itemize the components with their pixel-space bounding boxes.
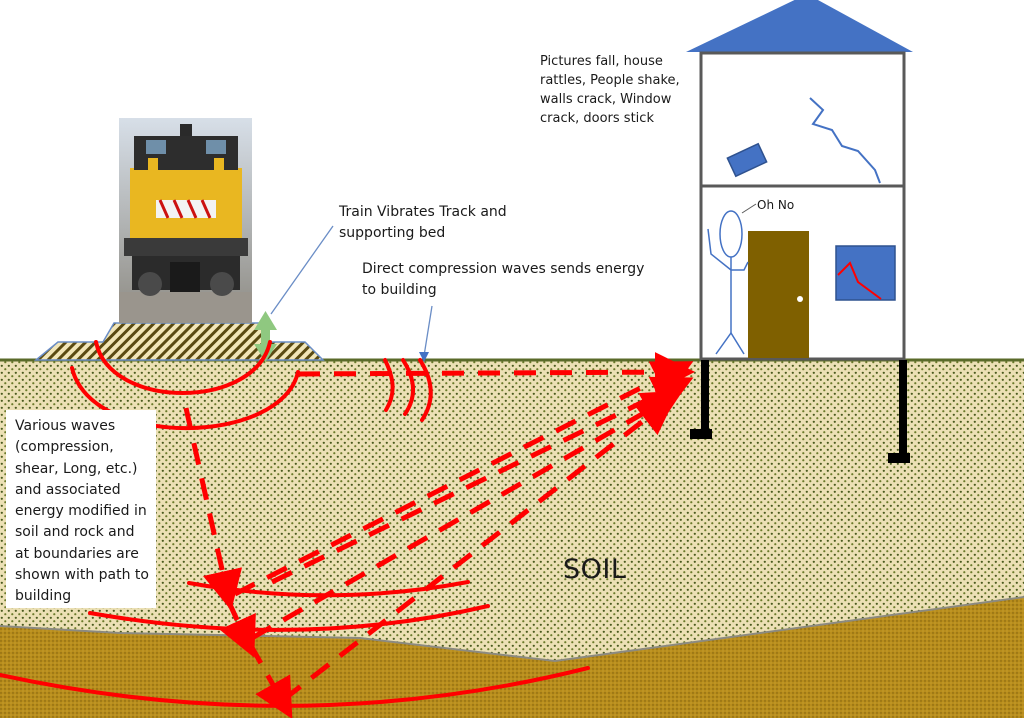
reflected-wave-path (219, 598, 256, 658)
roof (686, 0, 913, 52)
picture-crack-icon (837, 261, 882, 300)
wave-arc (418, 358, 433, 422)
door (748, 231, 809, 358)
house-icon (686, 0, 913, 463)
track-bed (33, 322, 325, 361)
various-waves-label: Various waves (compression, shear, Long,… (6, 410, 156, 608)
wave-arc (0, 666, 590, 708)
wave-arc (88, 604, 490, 632)
train-photo (119, 118, 252, 323)
wave-arc (401, 358, 415, 416)
falling-picture-icon (726, 142, 768, 178)
refracted-wave-path (247, 642, 293, 718)
refracted-wave-path (233, 361, 694, 597)
stick-figure-icon (707, 210, 749, 355)
foundation-pile-right (899, 360, 907, 456)
refracted-wave-path (281, 394, 677, 702)
wave-arc (383, 358, 395, 412)
wave-arc (70, 366, 300, 430)
train-vibrates-label: Train Vibrates Track and supporting bed (339, 204, 507, 241)
speech-pointer (741, 203, 757, 214)
soil-label: SOIL (563, 554, 627, 585)
foundation-footing-left (690, 429, 712, 439)
soil-rock-boundary (0, 596, 1024, 663)
foundation-pile-left (701, 360, 709, 432)
wall-crack-icon (809, 97, 881, 184)
direct-wave-path (297, 352, 695, 393)
door-knob (797, 296, 803, 302)
house-effects-label: Pictures fall, house rattles, People sha… (540, 54, 680, 126)
wave-arc (94, 340, 272, 395)
foundation-footing-right (888, 453, 910, 463)
picture-frame-icon (835, 245, 896, 301)
refracted-wave-path (270, 376, 694, 585)
direct-note-pointer (423, 305, 433, 357)
person-speech-label: Oh No (757, 198, 795, 212)
refracted-wave-path (250, 390, 684, 641)
direct-compression-label: Direct compression waves sends energy to… (362, 261, 645, 298)
house-wall (699, 51, 906, 361)
train-note-pointer (270, 225, 334, 315)
wave-paths (183, 352, 695, 718)
reflected-wave-path (183, 407, 243, 611)
wave-arcs (0, 340, 590, 708)
